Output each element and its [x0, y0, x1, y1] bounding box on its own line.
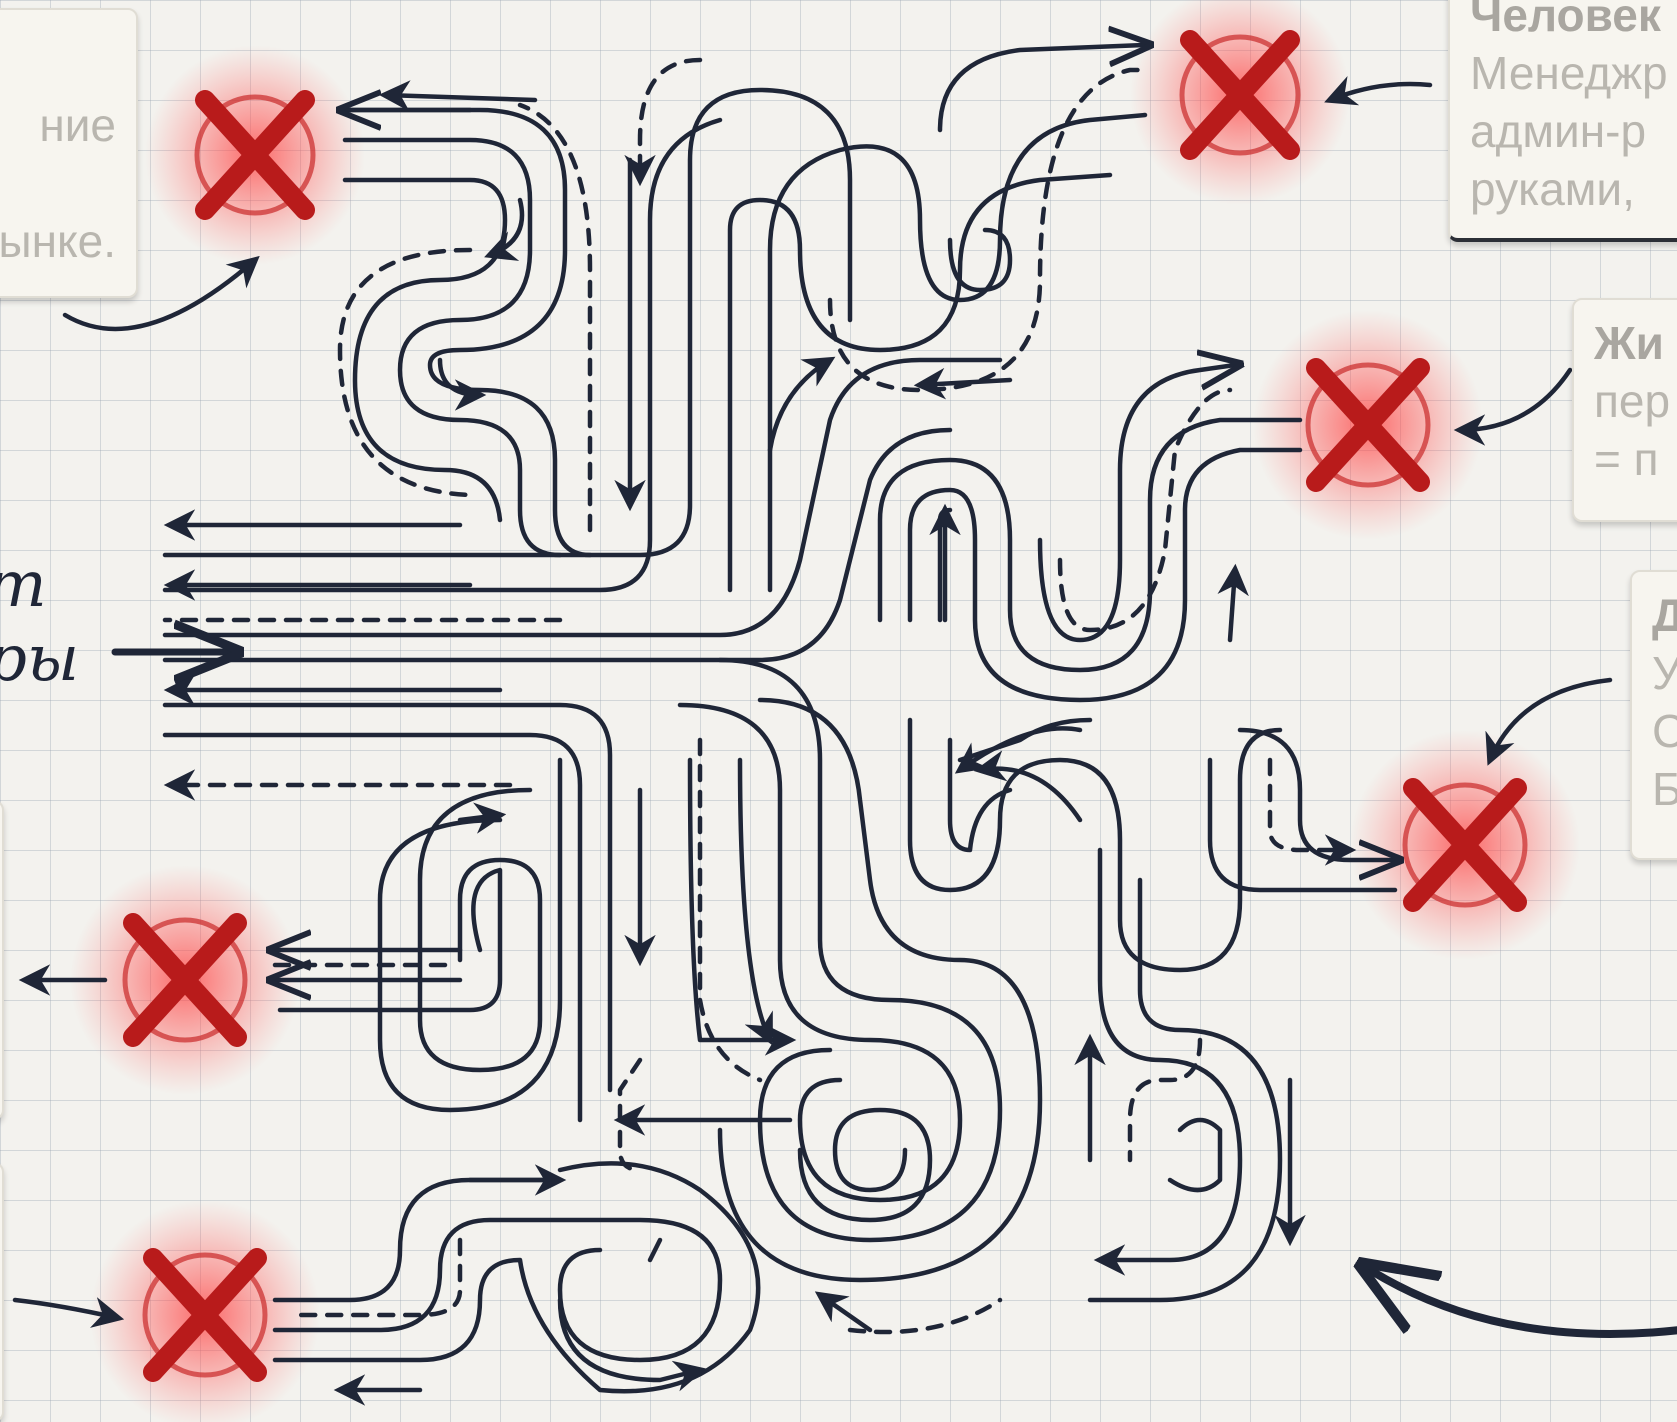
- note-title: Жи: [1594, 314, 1677, 372]
- road-right-s4: [1040, 365, 1235, 640]
- road-spiral-arrow: [820, 1295, 870, 1330]
- note-line: Б: [1652, 760, 1677, 818]
- note-line: ынке.: [0, 212, 116, 270]
- note-top-left: ние ынке.: [0, 8, 138, 298]
- road-bl-5: [650, 1240, 660, 1260]
- note-line: ние: [0, 96, 116, 154]
- road-ll-dash2: [700, 740, 760, 1080]
- entry-label-line: ры: [0, 622, 106, 696]
- mid-arrow-3: [960, 728, 1080, 770]
- note-line: = п: [1594, 430, 1677, 488]
- road-lr-3: [720, 700, 1040, 1280]
- note-right-3: Д У С Б: [1630, 570, 1677, 860]
- road-ll-1: [280, 870, 500, 1010]
- left-arrow-top: [385, 95, 535, 100]
- road-lr-13: [1170, 1120, 1220, 1190]
- road-lr-dash: [1270, 760, 1350, 850]
- note-title: Д: [1652, 586, 1677, 644]
- road-top-s2: [770, 115, 1145, 590]
- note-line: админ-р: [1470, 102, 1677, 160]
- note-title: Человек: [1470, 0, 1677, 44]
- road-right-s2: [910, 450, 1300, 700]
- road-spiral: [800, 1110, 930, 1220]
- pointer-br: [1370, 1270, 1677, 1334]
- road-ll-6: [740, 760, 770, 1040]
- note-line: руками,: [1470, 160, 1677, 218]
- entry-label-line: т: [0, 548, 106, 622]
- road-lr-9: [1090, 880, 1280, 1300]
- road-s-top-left-2: [345, 110, 590, 555]
- road-right-dash: [1060, 390, 1230, 630]
- road-lr-15: [960, 720, 1090, 760]
- note-left-3: [0, 1162, 4, 1422]
- road-bl-3: [275, 1163, 758, 1391]
- road-bl-4: [560, 1300, 700, 1380]
- main-road-mid: [165, 360, 1000, 635]
- mid-arrow-1: [920, 380, 1010, 385]
- note-line: С: [1652, 702, 1677, 760]
- road-bl-2: [275, 1220, 720, 1360]
- note-right-2: Жи пер = п: [1572, 298, 1677, 522]
- note-line: пер: [1594, 372, 1677, 430]
- note-top-right: Человек Менеджр админ-р руками,: [1448, 0, 1677, 242]
- entry-label: т ры: [0, 548, 106, 696]
- note-left-2: [0, 800, 4, 1120]
- road-spiral-dash: [850, 1300, 1000, 1332]
- road-ll-3: [380, 760, 560, 1110]
- road-lr-14: [980, 769, 1080, 820]
- road-ll-8: [620, 1060, 640, 1170]
- road-right-arrow-up2: [1230, 570, 1235, 640]
- note-line: Менеджр: [1470, 44, 1677, 102]
- road-ll-2: [420, 790, 540, 1070]
- note-line: У: [1652, 644, 1677, 702]
- road-bl-1: [275, 1180, 560, 1300]
- mid-arrow-2: [770, 360, 830, 450]
- main-road-low: [165, 430, 950, 660]
